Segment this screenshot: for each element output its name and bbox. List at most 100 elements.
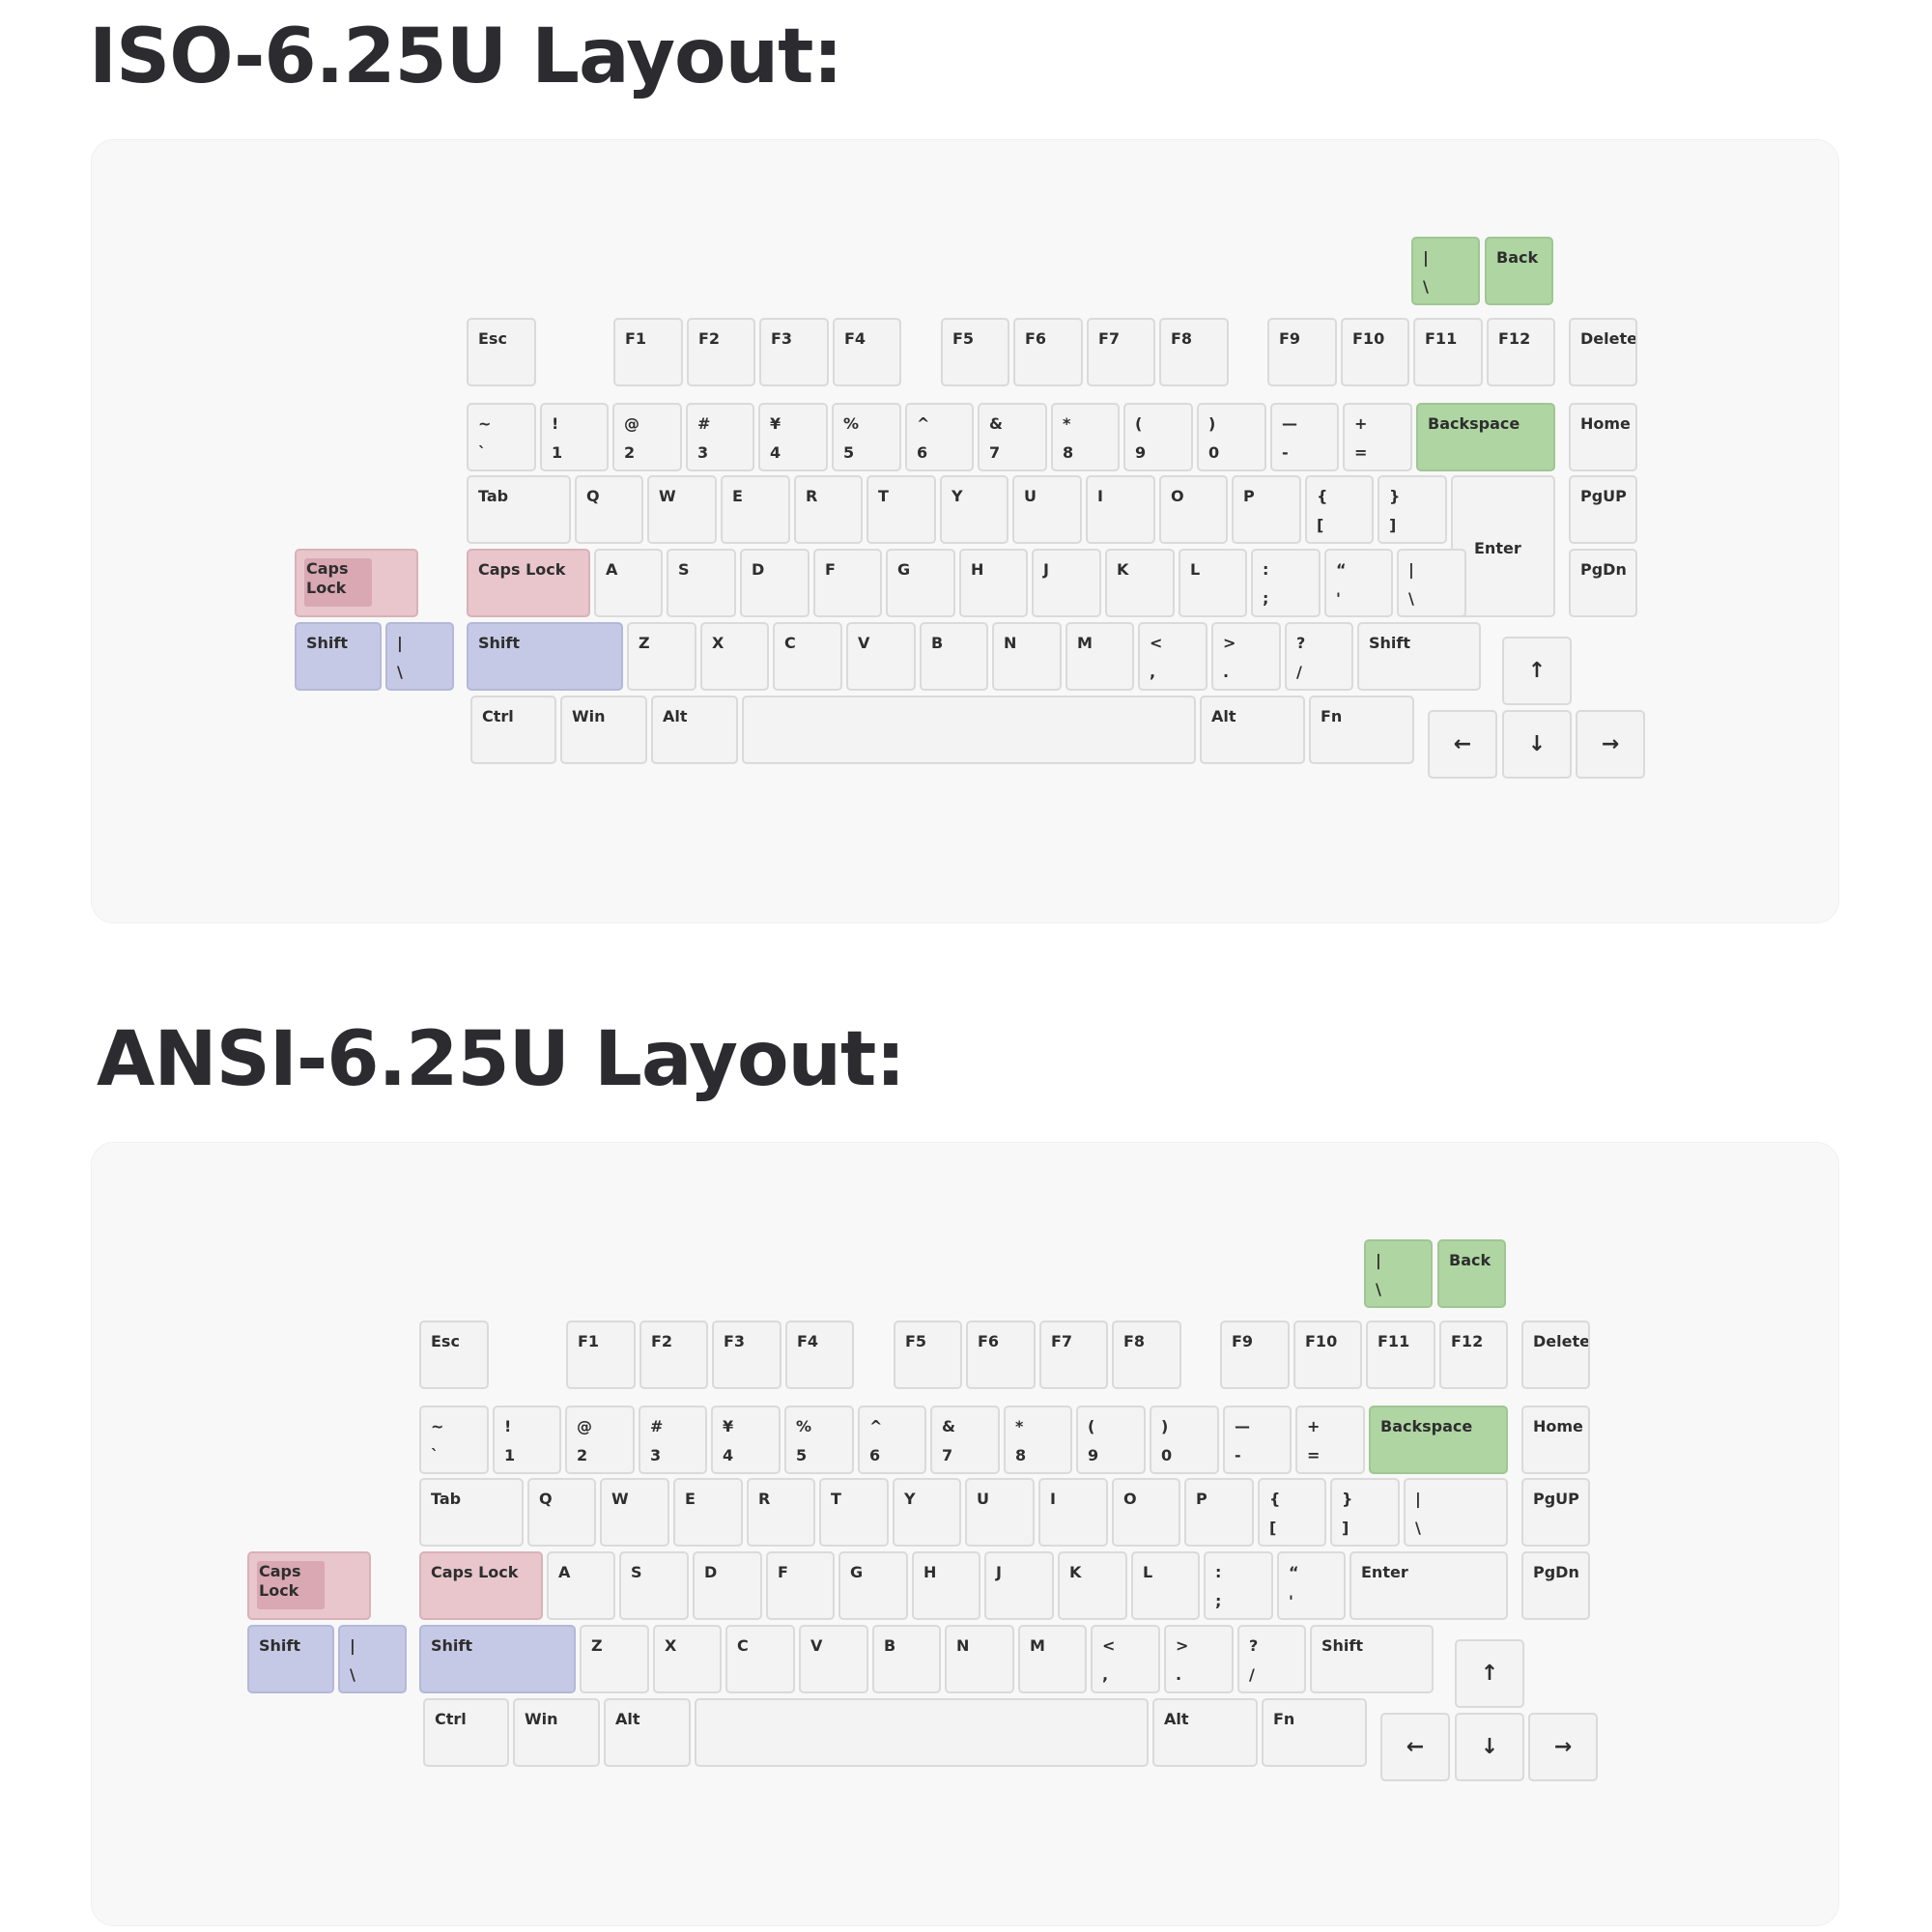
key-ctrl[interactable]: Ctrl (470, 696, 556, 764)
key-f9[interactable]: F9 (1220, 1321, 1290, 1389)
key-y[interactable]: Y (893, 1478, 961, 1547)
key-x[interactable]: X (653, 1625, 722, 1693)
key-w[interactable]: W (600, 1478, 669, 1547)
key-m[interactable]: M (1018, 1625, 1087, 1693)
key-rbracket[interactable]: }] (1378, 475, 1447, 544)
key-lshift[interactable]: Shift (467, 622, 623, 691)
key-x[interactable]: X (700, 622, 769, 691)
key-alt-shift-pipe[interactable]: |\ (338, 1625, 407, 1693)
key-r[interactable]: R (747, 1478, 815, 1547)
key-c[interactable]: C (725, 1625, 795, 1693)
key-f8[interactable]: F8 (1159, 318, 1229, 386)
key-f6[interactable]: F6 (1013, 318, 1083, 386)
key-delete[interactable]: Delete (1569, 318, 1637, 386)
key-down[interactable]: ↓ (1455, 1713, 1524, 1781)
key-5[interactable]: %5 (784, 1406, 854, 1474)
key-backslash[interactable]: |\ (1404, 1478, 1508, 1547)
key-f1[interactable]: F1 (566, 1321, 636, 1389)
key-s[interactable]: S (667, 549, 736, 617)
key-l[interactable]: L (1131, 1551, 1200, 1620)
key-f11[interactable]: F11 (1366, 1321, 1435, 1389)
key-rshift[interactable]: Shift (1357, 622, 1481, 691)
key-h[interactable]: H (912, 1551, 980, 1620)
key-t[interactable]: T (819, 1478, 889, 1547)
key-q[interactable]: Q (527, 1478, 596, 1547)
key-0[interactable]: )0 (1197, 403, 1266, 471)
key-down[interactable]: ↓ (1502, 710, 1572, 779)
key-right[interactable]: → (1576, 710, 1645, 779)
key-a[interactable]: A (547, 1551, 615, 1620)
key-l[interactable]: L (1179, 549, 1247, 617)
key-f[interactable]: F (813, 549, 882, 617)
key-8[interactable]: *8 (1004, 1406, 1072, 1474)
key-b[interactable]: B (872, 1625, 941, 1693)
key-f12[interactable]: F12 (1439, 1321, 1508, 1389)
key-1[interactable]: !1 (540, 403, 609, 471)
key-2[interactable]: @2 (612, 403, 682, 471)
key-f[interactable]: F (766, 1551, 835, 1620)
key-v[interactable]: V (846, 622, 916, 691)
key-comma[interactable]: <, (1091, 1625, 1160, 1693)
key-pgup[interactable]: PgUP (1569, 475, 1637, 544)
key-left[interactable]: ← (1428, 710, 1497, 779)
key-j[interactable]: J (1032, 549, 1101, 617)
key-pgup[interactable]: PgUP (1521, 1478, 1590, 1547)
key-f8[interactable]: F8 (1112, 1321, 1181, 1389)
key-grave[interactable]: ~` (419, 1406, 489, 1474)
key-k[interactable]: K (1105, 549, 1175, 617)
key-fn[interactable]: Fn (1262, 1698, 1367, 1767)
key-v[interactable]: V (799, 1625, 868, 1693)
key-s[interactable]: S (619, 1551, 689, 1620)
key-w[interactable]: W (647, 475, 717, 544)
key-minus[interactable]: —- (1223, 1406, 1292, 1474)
key-space[interactable] (695, 1698, 1149, 1767)
key-win[interactable]: Win (513, 1698, 600, 1767)
key-backspace[interactable]: Backspace (1369, 1406, 1508, 1474)
key-alt-back[interactable]: Back (1437, 1239, 1506, 1308)
key-g[interactable]: G (886, 549, 955, 617)
key-3[interactable]: #3 (686, 403, 754, 471)
key-a[interactable]: A (594, 549, 663, 617)
key-j[interactable]: J (984, 1551, 1054, 1620)
key-f1[interactable]: F1 (613, 318, 683, 386)
key-2[interactable]: @2 (565, 1406, 635, 1474)
key-p[interactable]: P (1232, 475, 1301, 544)
key-ralt[interactable]: Alt (1200, 696, 1305, 764)
key-1[interactable]: !1 (493, 1406, 561, 1474)
key-alt-pipe[interactable]: |\ (1364, 1239, 1433, 1308)
key-7[interactable]: &7 (930, 1406, 1000, 1474)
key-iso-pipe[interactable]: |\ (1397, 549, 1466, 617)
key-alt-back[interactable]: Back (1485, 237, 1553, 305)
key-rshift[interactable]: Shift (1310, 1625, 1434, 1693)
key-f11[interactable]: F11 (1413, 318, 1483, 386)
key-alt-shift[interactable]: Shift (247, 1625, 334, 1693)
key-up[interactable]: ↑ (1455, 1639, 1524, 1708)
key-e[interactable]: E (673, 1478, 743, 1547)
key-o[interactable]: O (1159, 475, 1228, 544)
key-9[interactable]: (9 (1076, 1406, 1146, 1474)
key-4[interactable]: ¥4 (711, 1406, 781, 1474)
key-u[interactable]: U (1012, 475, 1082, 544)
key-f5[interactable]: F5 (941, 318, 1009, 386)
key-tab[interactable]: Tab (467, 475, 571, 544)
key-lalt[interactable]: Alt (651, 696, 738, 764)
key-pgdn[interactable]: PgDn (1521, 1551, 1590, 1620)
key-slash[interactable]: ?/ (1237, 1625, 1306, 1693)
key-comma[interactable]: <, (1138, 622, 1208, 691)
key-ctrl[interactable]: Ctrl (423, 1698, 509, 1767)
key-home[interactable]: Home (1569, 403, 1637, 471)
key-rbracket[interactable]: }] (1330, 1478, 1400, 1547)
key-up[interactable]: ↑ (1502, 637, 1572, 705)
key-c[interactable]: C (773, 622, 842, 691)
key-z[interactable]: Z (580, 1625, 649, 1693)
key-enter[interactable]: Enter (1350, 1551, 1508, 1620)
key-b[interactable]: B (920, 622, 988, 691)
key-minus[interactable]: —- (1270, 403, 1339, 471)
key-quote[interactable]: “' (1277, 1551, 1346, 1620)
key-space[interactable] (742, 696, 1196, 764)
key-u[interactable]: U (965, 1478, 1035, 1547)
key-3[interactable]: #3 (639, 1406, 707, 1474)
key-f3[interactable]: F3 (759, 318, 829, 386)
